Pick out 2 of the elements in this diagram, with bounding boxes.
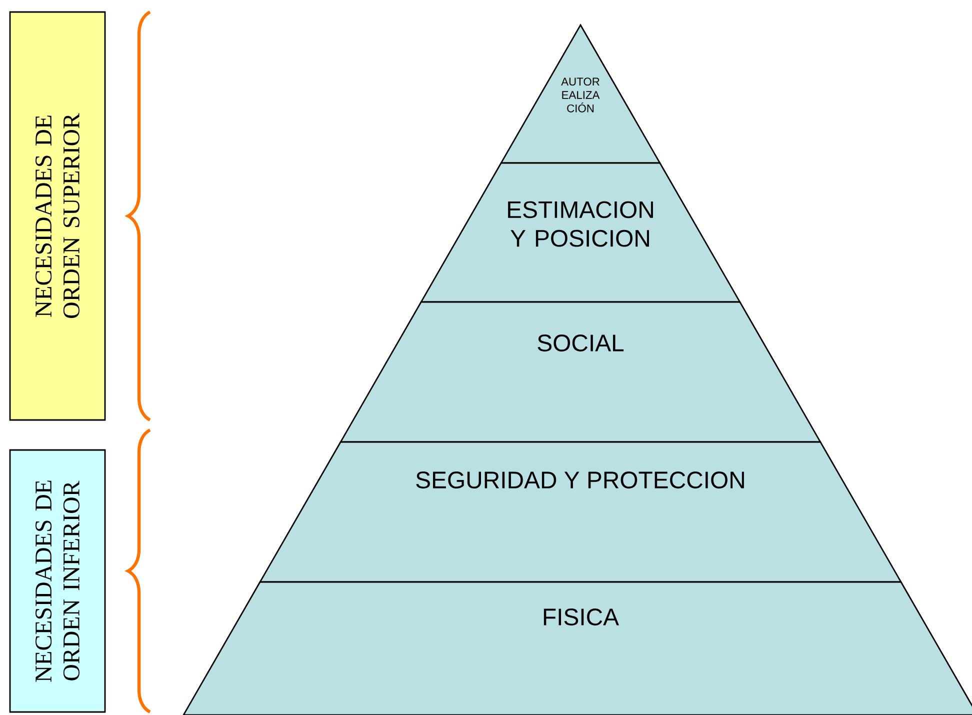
category-box: NECESIDADES DE ORDEN SUPERIOR xyxy=(9,11,106,421)
category-box: NECESIDADES DE ORDEN INFERIOR xyxy=(9,449,106,713)
